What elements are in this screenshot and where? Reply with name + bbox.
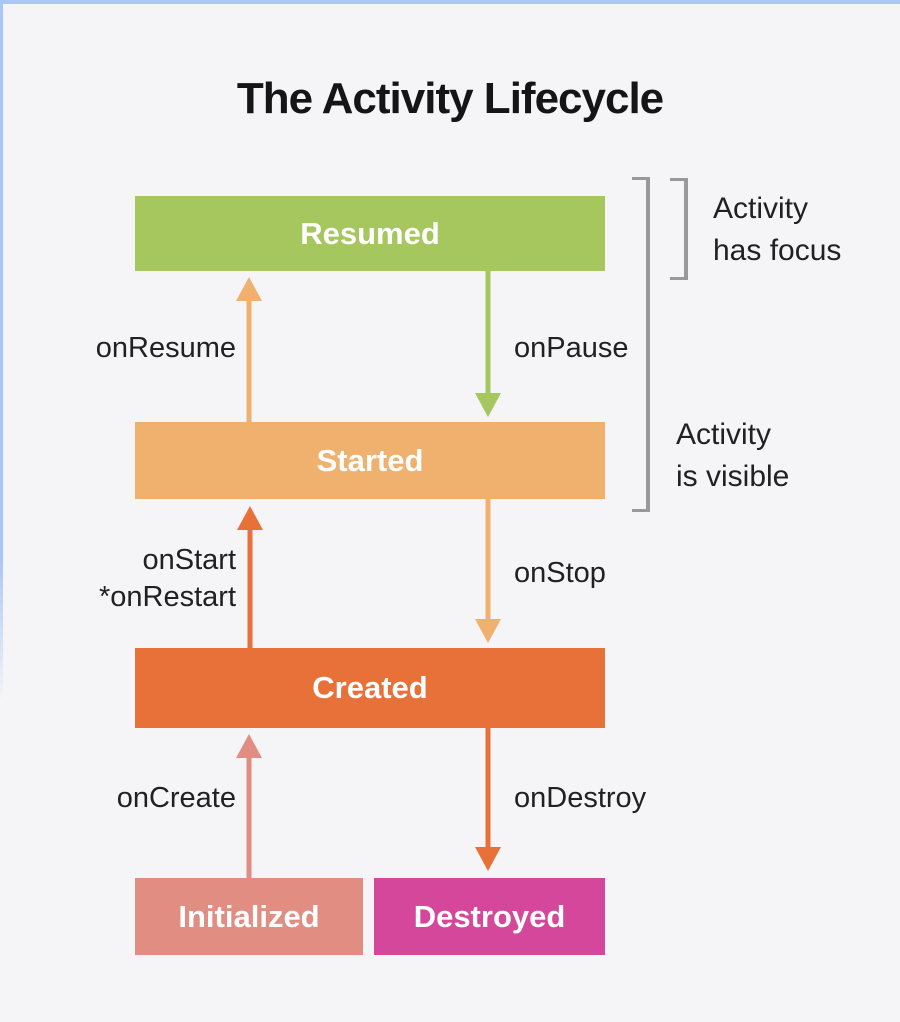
callback-label-onpause: onPause xyxy=(514,332,629,364)
arrow-down-onpause-icon xyxy=(475,271,501,417)
callback-label-onstart: onStart *onRestart xyxy=(20,542,236,616)
annotation-activity-has-focus: Activity has focus xyxy=(713,188,841,272)
arrow-shaft xyxy=(247,524,253,650)
bracket-activity-visible-icon xyxy=(632,177,650,512)
state-label-started: Started xyxy=(316,442,424,478)
callback-label-ondestroy: onDestroy xyxy=(514,782,647,814)
arrow-up-onresume-icon xyxy=(236,277,262,424)
state-label-created: Created xyxy=(312,670,428,705)
callback-label-oncreate: onCreate xyxy=(116,782,236,814)
annotation-activity-is-visible: Activity is visible xyxy=(676,414,789,498)
state-box-resumed: Resumed xyxy=(135,196,605,271)
arrow-shaft xyxy=(246,295,252,424)
state-box-destroyed: Destroyed xyxy=(374,878,605,955)
annotation-visible-line2: is visible xyxy=(676,460,790,493)
top-edge-highlight xyxy=(0,0,900,4)
arrow-down-onstop-icon xyxy=(475,499,501,643)
arrow-shaft xyxy=(485,728,491,853)
arrow-up-oncreate-icon xyxy=(236,734,262,878)
callback-label-onrestart-line2: *onRestart xyxy=(98,581,236,613)
callback-label-onstop: onStop xyxy=(514,557,606,589)
arrow-shaft xyxy=(485,499,491,625)
annotation-focus-line1: Activity xyxy=(713,192,809,225)
arrow-shaft xyxy=(485,271,491,399)
annotation-visible-line1: Activity xyxy=(676,418,772,451)
state-box-initialized: Initialized xyxy=(135,878,363,955)
diagram-title: The Activity Lifecycle xyxy=(236,74,664,123)
annotation-focus-line2: has focus xyxy=(713,234,842,267)
callback-label-onstart-line1: onStart xyxy=(142,544,237,576)
state-label-initialized: Initialized xyxy=(178,898,320,934)
arrow-down-ondestroy-icon xyxy=(475,728,501,871)
bracket-activity-has-focus-icon xyxy=(670,178,688,280)
callback-label-onresume: onResume xyxy=(95,332,236,364)
arrow-up-onstart-icon xyxy=(237,506,263,650)
state-label-resumed: Resumed xyxy=(300,215,440,251)
arrow-shaft xyxy=(246,752,252,878)
left-edge-highlight xyxy=(0,0,3,700)
state-label-destroyed: Destroyed xyxy=(413,898,566,934)
state-box-started: Started xyxy=(135,422,605,499)
state-box-created: Created xyxy=(135,648,605,728)
